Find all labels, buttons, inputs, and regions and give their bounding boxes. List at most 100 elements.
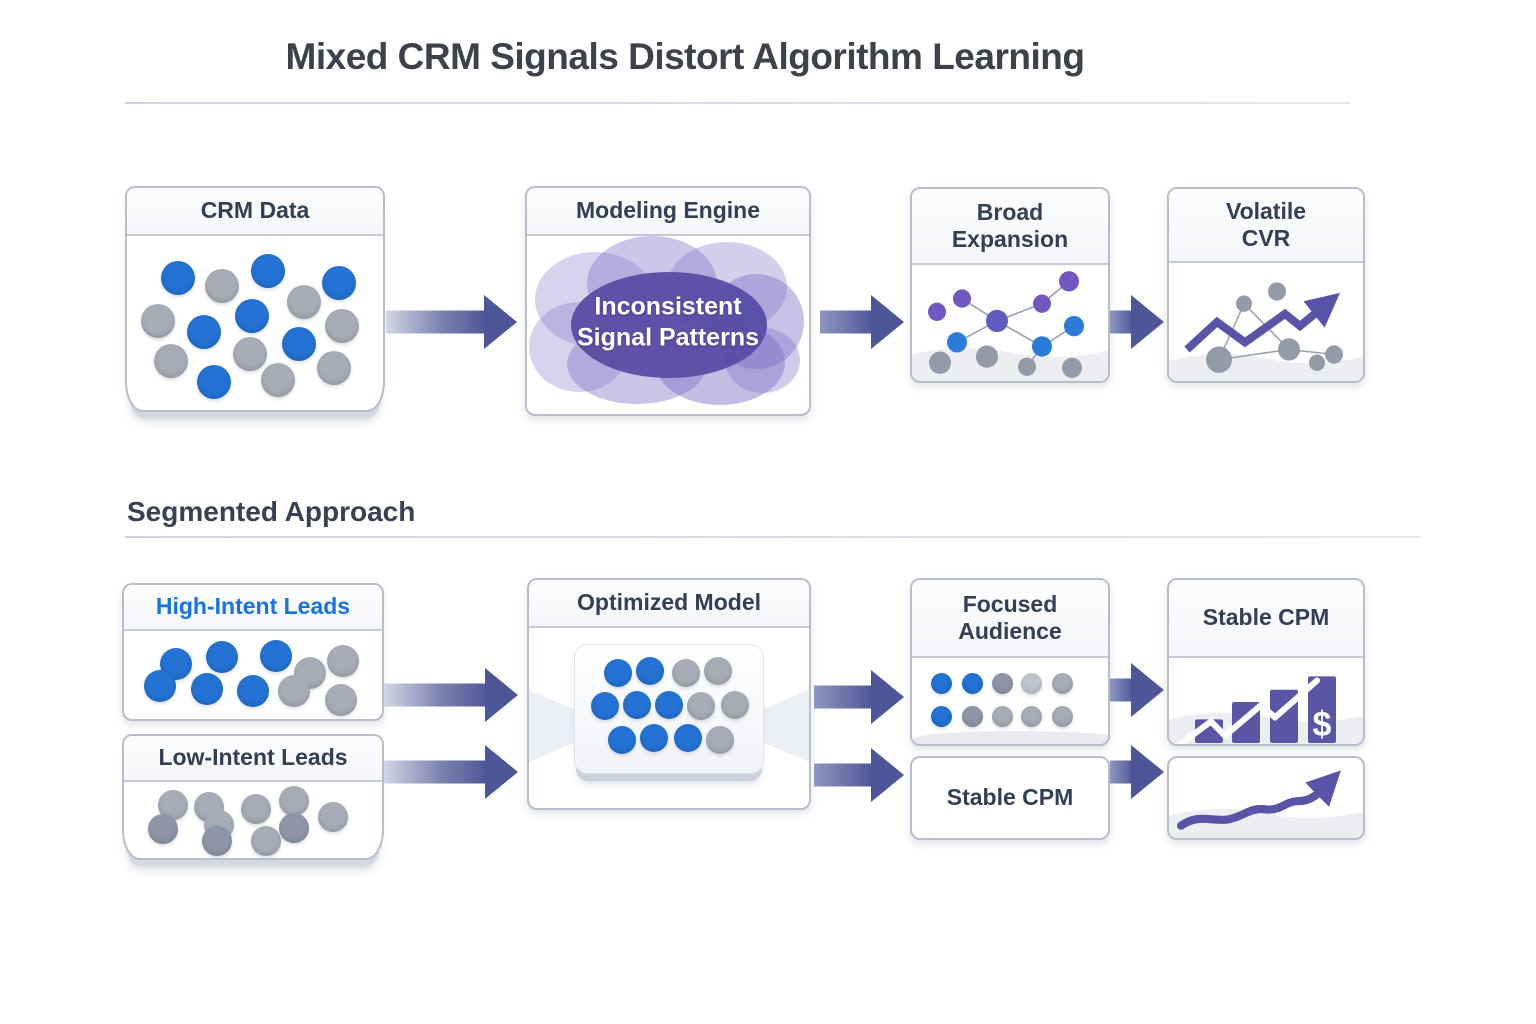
focused-audience-dot-field xyxy=(912,658,1108,744)
data-dot-gray xyxy=(250,826,281,857)
arrow-head-icon xyxy=(485,668,518,722)
modeling-engine-box: Modeling Engine Inconsistent Signal Patt… xyxy=(525,186,811,416)
data-dot-gray xyxy=(153,344,188,379)
arrow-shaft xyxy=(1110,678,1134,702)
flow-arrow xyxy=(814,669,904,725)
arrow-head-icon xyxy=(1131,745,1164,799)
flow-arrow xyxy=(1110,744,1164,800)
flow-arrow xyxy=(820,294,904,350)
arrow-shaft xyxy=(1110,760,1134,784)
arrow-head-icon xyxy=(1131,295,1164,349)
stable-cpm-chart-title: Stable CPM xyxy=(1202,604,1330,631)
data-dot-gray xyxy=(1052,673,1074,695)
crm-data-box: CRM Data xyxy=(125,186,385,412)
growth-trend-graphic xyxy=(1169,758,1363,838)
data-dot-gray xyxy=(705,725,734,754)
data-dot-gray xyxy=(1021,705,1043,727)
network-graphic xyxy=(912,265,1108,381)
data-dot-blue xyxy=(930,673,952,695)
high-intent-leads-title: High-Intent Leads xyxy=(155,593,351,620)
data-dot-blue xyxy=(604,659,633,688)
stable-cpm-label: Stable CPM xyxy=(946,784,1074,811)
volatile-cvr-box: Volatile CVR xyxy=(1167,187,1365,383)
data-dot-gray_dark xyxy=(201,826,232,857)
focused-audience-title: Focused Audience xyxy=(958,590,1062,644)
cpm-bar-chart: $ xyxy=(1169,658,1363,744)
high-intent-leads-header: High-Intent Leads xyxy=(124,585,382,631)
data-dot-gray xyxy=(703,656,732,685)
high-intent-dot-field xyxy=(124,631,382,719)
low-intent-leads-box: Low-Intent Leads xyxy=(122,734,384,860)
data-dot-blue xyxy=(161,260,196,295)
data-dot-blue xyxy=(591,692,620,721)
data-dot-gray_dark xyxy=(279,812,310,843)
low-intent-leads-header: Low-Intent Leads xyxy=(124,736,382,782)
growth-trend-box xyxy=(1167,756,1365,840)
arrow-shaft xyxy=(820,310,874,334)
data-dot-blue xyxy=(655,691,683,720)
data-dot-gray xyxy=(671,659,700,688)
data-dot-gray xyxy=(324,683,357,716)
data-dot-gray_light xyxy=(1021,673,1043,695)
data-dot-blue xyxy=(673,724,702,753)
flow-arrow xyxy=(1110,662,1164,718)
optimized-model-card xyxy=(574,644,764,774)
data-dot-blue xyxy=(235,299,270,334)
data-dot-gray xyxy=(286,285,321,320)
section-divider xyxy=(125,536,1420,538)
arrow-shaft xyxy=(814,763,874,787)
inconsistent-signal-label: Inconsistent Signal Patterns xyxy=(527,291,809,354)
volatile-cvr-header: Volatile CVR xyxy=(1169,189,1363,263)
arrow-head-icon xyxy=(871,295,904,349)
arrow-head-icon xyxy=(484,295,517,349)
svg-text:$: $ xyxy=(1313,705,1332,743)
data-dot-gray xyxy=(686,692,715,721)
data-dot-gray xyxy=(720,691,749,720)
data-dot-blue xyxy=(930,705,952,727)
data-dot-blue xyxy=(260,639,293,672)
volatile-trend-graphic xyxy=(1169,263,1363,381)
data-dot-blue xyxy=(962,673,984,695)
data-dot-gray xyxy=(140,304,175,339)
high-intent-leads-box: High-Intent Leads xyxy=(122,583,384,721)
optimized-model-body xyxy=(529,628,809,808)
data-dot-gray_dark xyxy=(147,814,178,845)
data-dot-blue xyxy=(623,691,652,720)
data-dot-blue xyxy=(197,365,232,400)
data-dot-gray xyxy=(204,269,239,304)
data-dot-blue xyxy=(237,674,269,707)
flow-arrow xyxy=(814,747,904,803)
arrow-shaft xyxy=(814,685,874,709)
flow-arrow xyxy=(384,744,518,800)
data-dot-gray xyxy=(1052,705,1074,727)
data-dot-gray xyxy=(278,674,311,707)
data-dot-gray xyxy=(240,793,271,824)
volatile-cvr-title: Volatile CVR xyxy=(1225,197,1307,251)
focused-audience-header: Focused Audience xyxy=(912,580,1108,658)
low-intent-leads-title: Low-Intent Leads xyxy=(158,744,348,771)
modeling-engine-title: Modeling Engine xyxy=(576,197,760,224)
broad-expansion-title: Broad Expansion xyxy=(951,198,1069,252)
flow-arrow xyxy=(1110,294,1164,350)
optimized-model-title: Optimized Model xyxy=(577,589,761,616)
broad-expansion-header: Broad Expansion xyxy=(912,189,1108,265)
data-dot-blue xyxy=(608,725,636,754)
data-dot-gray_dark xyxy=(962,705,984,727)
arrow-head-icon xyxy=(1131,663,1164,717)
stable-cpm-chart-header: Stable CPM xyxy=(1169,580,1363,658)
data-dot-blue xyxy=(144,669,177,702)
blob-label-line1: Inconsistent xyxy=(594,292,742,321)
crm-data-header: CRM Data xyxy=(127,188,383,236)
low-intent-dot-field xyxy=(124,782,382,858)
data-dot-gray xyxy=(317,801,348,832)
data-dot-gray xyxy=(325,309,360,344)
data-dot-gray xyxy=(279,786,310,816)
stable-cpm-label-box: Stable CPM xyxy=(910,756,1110,840)
data-dot-gray xyxy=(261,363,296,398)
data-dot-blue xyxy=(322,265,357,300)
arrow-shaft xyxy=(384,760,488,784)
modeling-engine-header: Modeling Engine xyxy=(527,188,809,236)
crm-data-title: CRM Data xyxy=(200,197,310,224)
optimized-model-box: Optimized Model xyxy=(527,578,811,810)
